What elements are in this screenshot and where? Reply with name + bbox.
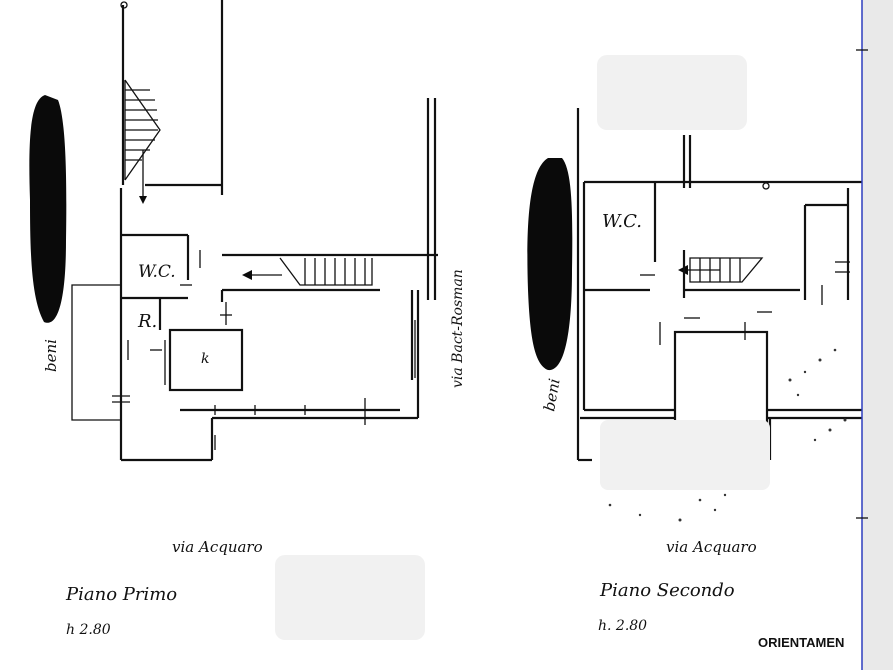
right-side-label-beni: beni	[540, 377, 563, 413]
right-blurred-top	[597, 55, 747, 130]
left-r-label: R.	[137, 311, 157, 332]
left-side-label-street: via Bact-Rosman	[450, 269, 466, 388]
right-speckle-noise	[608, 348, 847, 522]
right-floor-title: Piano Secondo	[599, 580, 735, 601]
orientation-label: ORIENTAMEN	[758, 635, 844, 650]
right-wc-label: W.C.	[602, 211, 642, 232]
left-blurred-area	[275, 555, 425, 640]
right-redaction-mark	[527, 158, 573, 371]
left-floor-title: Piano Primo	[65, 584, 177, 605]
left-side-label-beni: beni	[42, 339, 60, 372]
left-wc-label: W.C.	[138, 262, 176, 282]
left-floor-height: h 2.80	[66, 622, 111, 638]
right-floor-height: h. 2.80	[598, 618, 647, 634]
page-edge-shadow	[862, 0, 893, 670]
right-floor-plan: W.C. beni via Acquaro Piano Secondo h. 2…	[527, 55, 862, 650]
left-redaction-mark	[29, 95, 67, 323]
left-upper-stairs	[124, 79, 161, 204]
left-k-label: k	[201, 351, 209, 367]
right-street-label: via Acquaro	[666, 538, 757, 556]
right-stairs	[678, 250, 800, 298]
left-middle-stairs	[199, 250, 373, 286]
left-floor-plan: W.C. R. k beni via Bact-Rosman via Acqua…	[29, 0, 466, 640]
right-blurred-lower	[600, 420, 770, 490]
left-street-label: via Acquaro	[172, 538, 263, 556]
